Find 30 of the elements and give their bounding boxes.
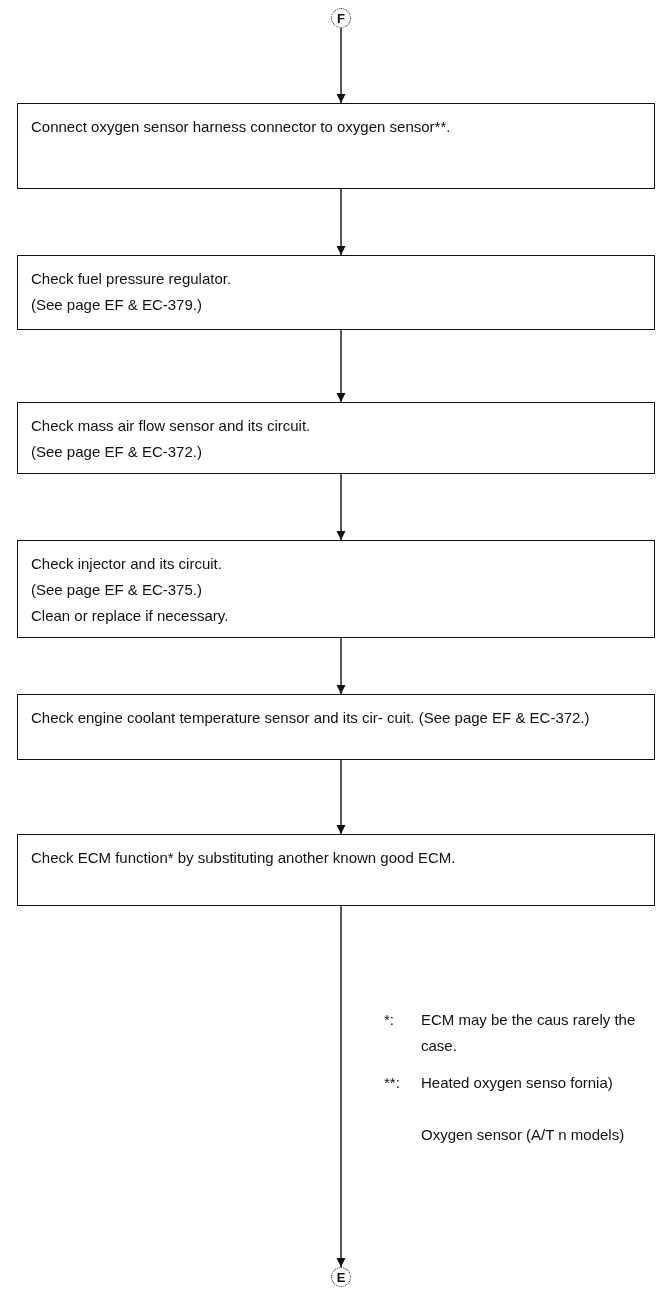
footnote-text: ECM may be the caus rarely the case. — [421, 1010, 637, 1056]
arrow — [336, 329, 346, 403]
arrow — [336, 27, 346, 104]
process-box — [17, 255, 655, 330]
process-box — [17, 103, 655, 189]
process-box — [17, 834, 655, 906]
step-text: Check fuel pressure regulator. — [31, 269, 233, 289]
footnote-text: Oxygen sensor (A/T n models) — [421, 1125, 626, 1145]
arrow — [336, 759, 346, 835]
process-box — [17, 540, 655, 638]
footnote-text: Heated oxygen senso fornia) — [421, 1073, 614, 1093]
arrow — [336, 637, 346, 695]
arrow — [336, 188, 346, 256]
process-box — [17, 402, 655, 474]
connector-circle: E — [331, 1267, 351, 1287]
footnote-mark: *: — [384, 1010, 395, 1030]
connector-circle: F — [331, 8, 351, 28]
step-text: Check engine coolant temperature sensor and its cir- cuit. (See page EF & EC-372.) — [31, 708, 591, 728]
step-text: Check injector and its circuit. — [31, 554, 223, 574]
step-text: Check mass air flow sensor and its circuit. — [31, 416, 312, 436]
step-text: (See page EF & EC-372.) — [31, 442, 203, 462]
step-text: Check ECM function* by substituting another known good ECM. — [31, 848, 457, 868]
process-box — [17, 694, 655, 760]
step-text: (See page EF & EC-375.) — [31, 580, 203, 600]
arrow — [336, 905, 346, 1268]
footnote-mark: **: — [384, 1073, 401, 1093]
step-text: (See page EF & EC-379.) — [31, 295, 203, 315]
arrow — [336, 473, 346, 541]
step-text: Connect oxygen sensor harness connector to oxygen sensor**. — [31, 117, 452, 137]
step-text: Clean or replace if necessary. — [31, 606, 230, 626]
